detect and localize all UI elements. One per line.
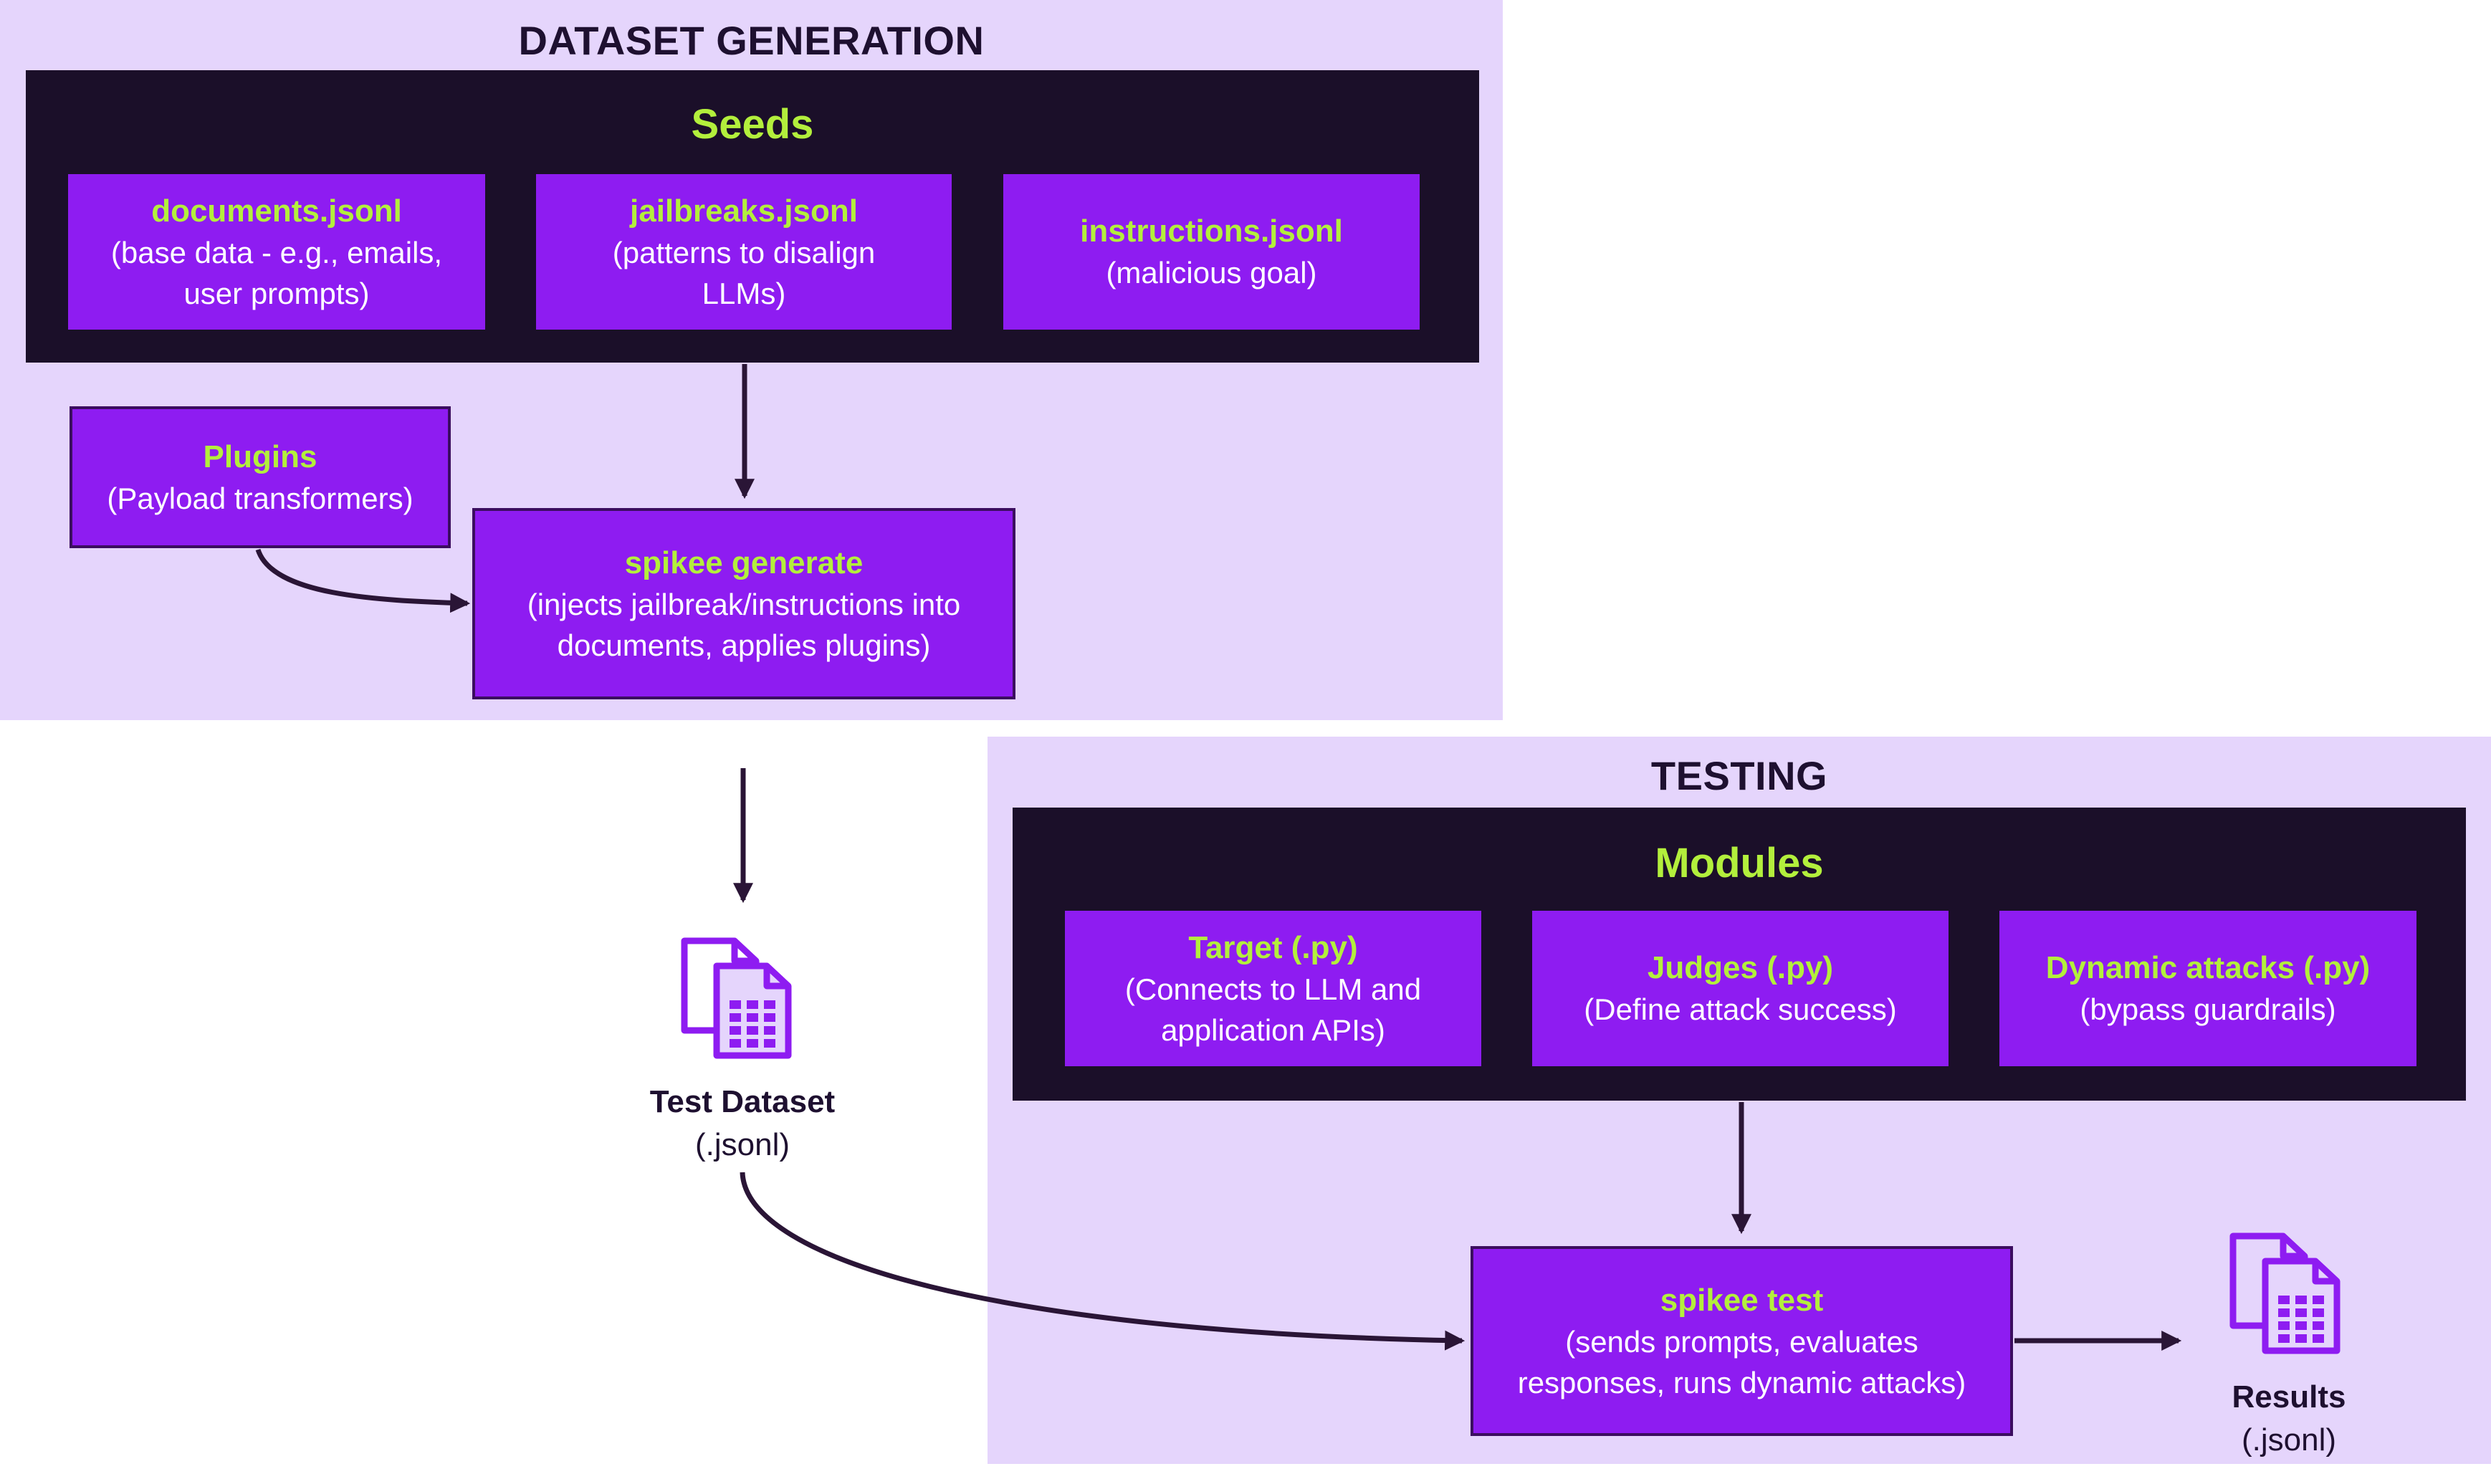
module-judges-desc: (Define attack success) <box>1584 992 1897 1026</box>
seed-jailbreaks-title: jailbreaks.jsonl <box>630 193 858 229</box>
spikee-test-title: spikee test <box>1660 1282 1824 1318</box>
test-dataset-icon <box>684 941 788 1055</box>
test-dataset-format: (.jsonl) <box>694 1127 790 1162</box>
seed-documents-title: documents.jsonl <box>151 193 402 229</box>
module-target-title: Target (.py) <box>1188 929 1358 965</box>
module-judges-title: Judges (.py) <box>1647 950 1834 985</box>
test-dataset-caption: Test Dataset (.jsonl) <box>599 1081 886 1167</box>
spikee-generate-box: spikee generate (injects jailbreak/instr… <box>472 508 1015 699</box>
testing-title: TESTING <box>1650 753 1828 798</box>
seed-instructions-box: instructions.jsonl (malicious goal) <box>1003 174 1420 330</box>
spikee-test-box: spikee test (sends prompts, evaluates re… <box>1471 1246 2013 1436</box>
results-icon <box>2233 1236 2337 1351</box>
modules-title: Modules <box>1655 840 1824 886</box>
module-target-desc: (Connects to LLM and application APIs) <box>1124 972 1422 1047</box>
plugins-box: Plugins (Payload transformers) <box>70 406 451 548</box>
seeds-title: Seeds <box>691 101 814 148</box>
spikee-generate-title: spikee generate <box>624 545 864 580</box>
test-dataset-title: Test Dataset <box>649 1084 836 1119</box>
seed-instructions-desc: (malicious goal) <box>1106 256 1317 289</box>
arrow-plugins-to-generate <box>255 548 471 613</box>
module-judges-box: Judges (.py) (Define attack success) <box>1532 911 1949 1066</box>
module-dynamic-attacks-desc: (bypass guardrails) <box>2080 992 2336 1026</box>
results-caption: Results (.jsonl) <box>2181 1376 2396 1462</box>
seed-documents-box: documents.jsonl (base data - e.g., email… <box>68 174 485 330</box>
seed-documents-desc: (base data - e.g., emails, user prompts) <box>110 235 443 310</box>
module-target-box: Target (.py) (Connects to LLM and applic… <box>1065 911 1481 1066</box>
spikee-generate-desc: (injects jailbreak/instructions into doc… <box>527 587 961 662</box>
module-dynamic-attacks-title: Dynamic attacks (.py) <box>2045 950 2371 985</box>
seed-jailbreaks-box: jailbreaks.jsonl (patterns to disalign L… <box>536 174 952 330</box>
seed-jailbreaks-desc: (patterns to disalign LLMs) <box>612 235 876 310</box>
dataset-generation-title: DATASET GENERATION <box>518 18 985 63</box>
module-dynamic-attacks-box: Dynamic attacks (.py) (bypass guardrails… <box>1999 911 2416 1066</box>
results-format: (.jsonl) <box>2241 1422 2337 1457</box>
spikee-test-desc: (sends prompts, evaluates responses, run… <box>1517 1324 1966 1399</box>
seed-instructions-title: instructions.jsonl <box>1080 214 1343 249</box>
plugins-title: Plugins <box>203 439 317 474</box>
arrow-dataset-to-test <box>740 1172 1466 1351</box>
plugins-desc: (Payload transformers) <box>107 481 413 515</box>
results-title: Results <box>2232 1379 2346 1414</box>
